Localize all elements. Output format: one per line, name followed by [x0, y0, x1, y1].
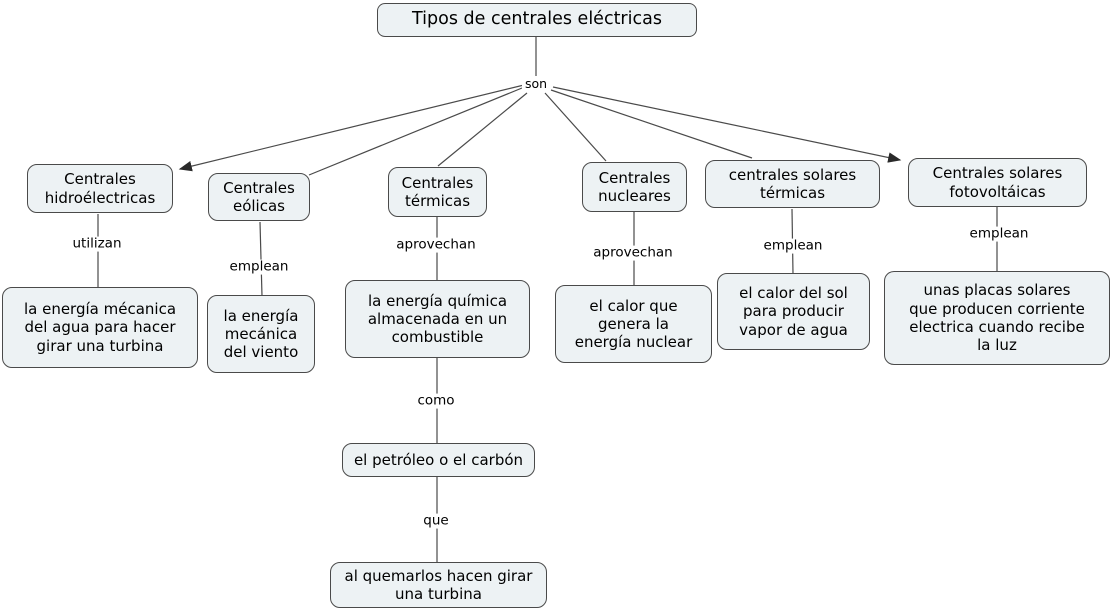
- link-label-que[interactable]: que: [420, 513, 452, 529]
- node-centrales-eolicas[interactable]: Centrales eólicas: [208, 173, 310, 221]
- node-centrales-hidroelectricas[interactable]: Centrales hidroélectricas: [27, 164, 173, 213]
- connector-line-son-nucleares: [544, 92, 607, 162]
- connector-arrow-son-fotovoltaicas: [552, 86, 902, 163]
- link-label-emplean-solares-termicas[interactable]: emplean: [760, 238, 826, 254]
- link-label-aprovechan-nucleares[interactable]: aprovechan: [590, 245, 676, 261]
- link-label-como[interactable]: como: [414, 393, 458, 409]
- connector-line-son-termicas: [437, 92, 528, 167]
- node-termicas-detail[interactable]: la energía química almacenada en un comb…: [345, 280, 530, 358]
- node-title[interactable]: Tipos de centrales eléctricas: [377, 3, 697, 37]
- link-label-utilizan[interactable]: utilizan: [69, 236, 125, 252]
- link-label-emplean-fotovoltaicas[interactable]: emplean: [966, 226, 1032, 242]
- connector-line-son-eolicas: [308, 87, 523, 176]
- connector-line-eolicas-detail: [259, 221, 263, 297]
- node-fotovoltaicas-detail[interactable]: unas placas solares que producen corrien…: [884, 271, 1110, 365]
- node-centrales-termicas[interactable]: Centrales térmicas: [388, 167, 487, 217]
- node-hidroelectricas-detail[interactable]: la energía mécanica del agua para hacer …: [2, 287, 198, 368]
- node-centrales-nucleares[interactable]: Centrales nucleares: [582, 162, 687, 212]
- link-label-aprovechan-termicas[interactable]: aprovechan: [393, 237, 479, 253]
- node-centrales-solares-fotovoltaicas[interactable]: Centrales solares fotovoltáicas: [908, 158, 1087, 207]
- node-solares-termicas-detail[interactable]: el calor del sol para producir vapor de …: [717, 273, 870, 350]
- connector-line-son-solares-termicas: [550, 89, 753, 159]
- link-label-son[interactable]: son: [521, 77, 551, 91]
- link-label-emplean-eolicas[interactable]: emplean: [226, 259, 292, 275]
- node-quemarlos-turbina[interactable]: al quemarlos hacen girar una turbina: [330, 562, 547, 608]
- connector-arrow-son-hidroelectricas: [178, 84, 525, 172]
- node-petroleo-carbon[interactable]: el petróleo o el carbón: [342, 443, 535, 477]
- node-eolicas-detail[interactable]: la energía mecánica del viento: [207, 295, 315, 373]
- node-centrales-solares-termicas[interactable]: centrales solares térmicas: [705, 160, 880, 208]
- node-nucleares-detail[interactable]: el calor que genera la energía nuclear: [555, 285, 712, 363]
